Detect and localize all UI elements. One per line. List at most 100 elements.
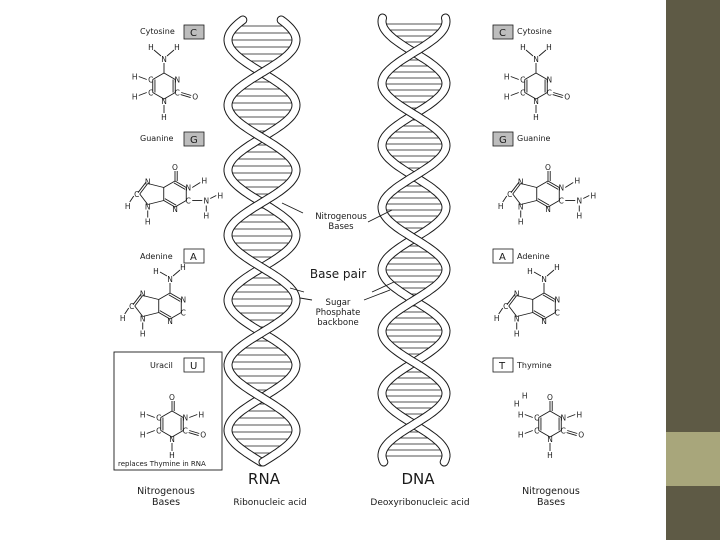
atom-label: H: [494, 314, 500, 323]
bond: [516, 295, 533, 300]
bond: [516, 312, 533, 317]
bond: [169, 312, 182, 320]
atom-label: C: [186, 197, 191, 206]
slide-sidebar: [666, 0, 720, 540]
atom-label: C: [134, 190, 139, 199]
sugar-label-2: Phosphate: [316, 308, 361, 318]
left-cytosine-letter: C: [190, 28, 197, 39]
center-labels: Nitrogenous Bases Base pair Sugar Phosph…: [281, 202, 395, 328]
bond: [153, 49, 162, 57]
atom-label: H: [140, 431, 146, 440]
atom-label: H: [169, 451, 175, 460]
atom-label: N: [518, 178, 524, 187]
dna-strand-front-fill: [378, 14, 450, 466]
bond: [512, 193, 522, 205]
bond: [543, 312, 556, 320]
atom-label: N: [560, 414, 566, 423]
atom-label: H: [504, 93, 510, 102]
bond-double: [506, 293, 516, 305]
atom-label: H: [514, 400, 520, 409]
bond: [524, 414, 533, 418]
bond: [152, 92, 165, 100]
atom-label: N: [182, 414, 188, 423]
bond: [512, 183, 522, 195]
atom-label: N: [180, 296, 186, 305]
left-adenine-letter: A: [190, 252, 197, 263]
left-title-2: Bases: [152, 497, 180, 508]
bond-double: [510, 181, 520, 193]
right-guanine-name: Guanine: [517, 134, 551, 143]
bond: [508, 295, 518, 307]
right-base-guanine: G Guanine: [492, 131, 551, 147]
rna-full-name: Ribonucleic acid: [233, 498, 306, 508]
atom-label: H: [546, 43, 552, 52]
bond: [158, 312, 171, 320]
left-uracil-name: Uracil: [150, 361, 173, 370]
atom-label: H: [132, 73, 138, 82]
left-base-uracil: Uracil U replaces Thymine in RNA: [113, 351, 223, 471]
bond: [520, 183, 537, 188]
atom-label: H: [574, 177, 580, 186]
atom-label: C: [520, 76, 525, 85]
bond: [169, 292, 182, 300]
bond: [538, 49, 547, 57]
atom-label: N: [161, 55, 167, 64]
right-title-2: Bases: [537, 497, 565, 508]
bond-double: [546, 182, 559, 190]
bond: [535, 72, 548, 80]
atom-label: N: [533, 55, 539, 64]
atom-label: H: [533, 113, 539, 122]
atom-label: C: [534, 427, 539, 436]
right-guanine-letter: G: [499, 135, 507, 146]
bond: [536, 200, 549, 208]
atom-label: O: [564, 93, 570, 102]
bond: [129, 195, 135, 203]
bond: [525, 49, 534, 57]
bond: [139, 193, 149, 205]
atom-label: H: [198, 411, 204, 420]
atom-label: H: [590, 192, 596, 201]
bond: [543, 292, 556, 300]
bond-double: [188, 432, 199, 437]
sidebar-dark-bottom: [666, 486, 720, 540]
atom-label: H: [180, 263, 186, 272]
bond: [532, 292, 545, 300]
right-title-1: Nitrogenous: [522, 486, 580, 497]
bond: [532, 312, 545, 320]
left-guanine-name: Guanine: [140, 134, 174, 143]
bond-double: [137, 181, 147, 193]
atom-label: H: [125, 202, 131, 211]
atom-label: N: [514, 315, 520, 324]
bond-double: [164, 198, 177, 206]
atom-label: N: [518, 203, 524, 212]
bond: [189, 414, 198, 418]
bond: [210, 195, 217, 199]
bond: [192, 182, 201, 188]
atom-label: H: [520, 43, 526, 52]
bond: [520, 200, 537, 205]
atom-label: H: [518, 218, 524, 227]
bond: [138, 92, 147, 96]
dna-caption: DNA: [401, 470, 435, 488]
right-cytosine-name: Cytosine: [517, 27, 552, 36]
bond: [171, 430, 184, 438]
left-base-adenine: Adenine A: [140, 248, 205, 264]
atom-label: N: [554, 296, 560, 305]
bond: [189, 430, 200, 434]
atom-label: O: [169, 393, 175, 402]
atom-label: N: [167, 275, 173, 284]
left-cytosine-name: Cytosine: [140, 27, 175, 36]
bond: [567, 414, 576, 418]
bond: [510, 76, 519, 80]
bond: [524, 92, 537, 100]
dna-helix: [377, 13, 451, 467]
atom-label: N: [167, 317, 173, 326]
atom-label: C: [555, 309, 560, 318]
atom-label: C: [503, 302, 508, 311]
